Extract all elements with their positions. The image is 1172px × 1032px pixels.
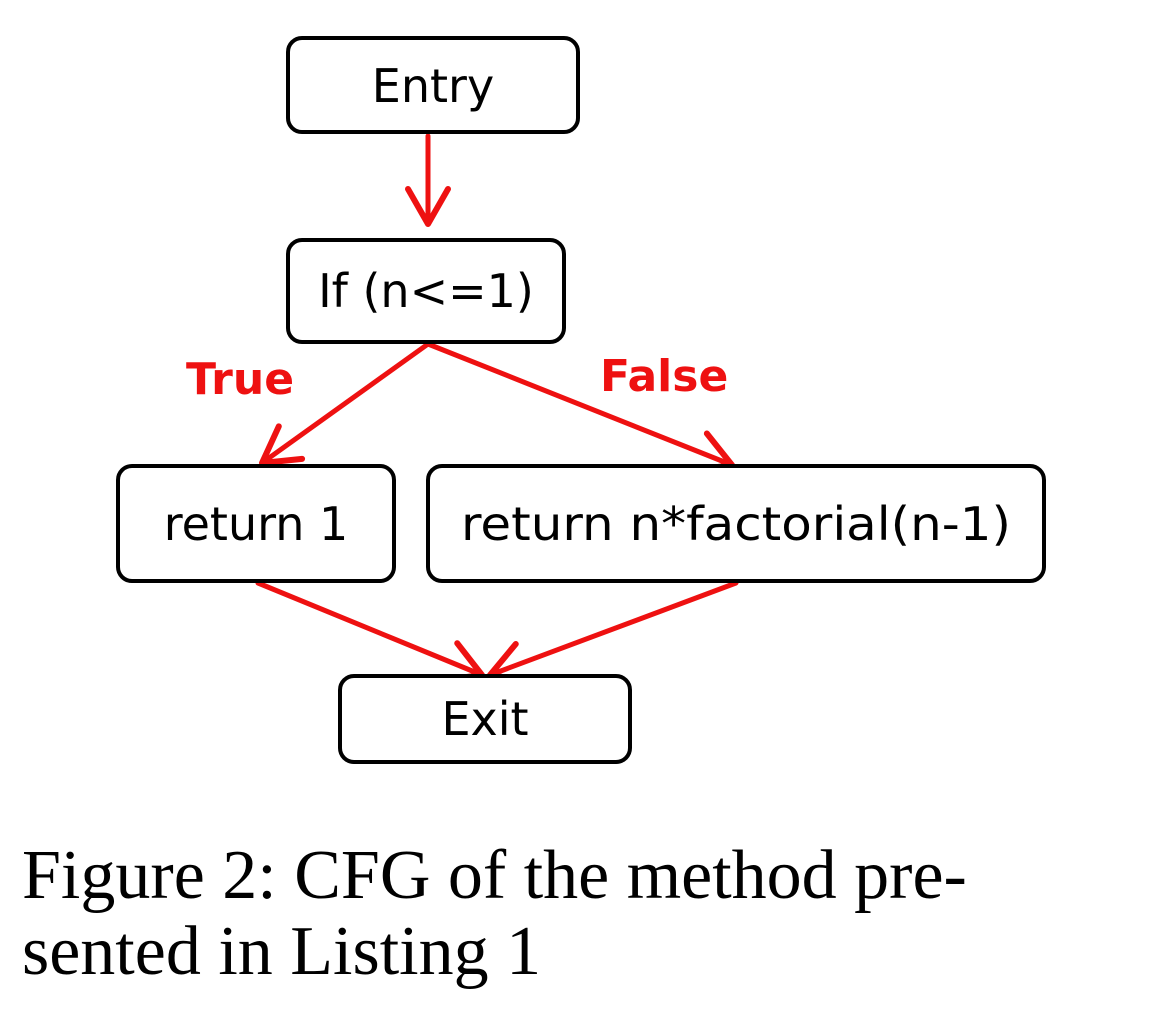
node-exit-label: Exit bbox=[441, 692, 528, 746]
edge-condition-true bbox=[259, 341, 431, 466]
node-return-one-label: return 1 bbox=[164, 497, 349, 551]
edge-label-true: True bbox=[186, 354, 294, 405]
node-condition: If (n<=1) bbox=[286, 238, 566, 344]
edge-return-recursive-to-exit bbox=[487, 580, 739, 685]
edge-label-false: False bbox=[600, 351, 728, 402]
edge-return-one-to-exit bbox=[255, 580, 485, 684]
figure-caption-line-1: Figure 2: CFG of the method pre- bbox=[22, 837, 967, 914]
node-entry: Entry bbox=[286, 36, 580, 134]
node-return-recursive: return n*factorial(n-1) bbox=[426, 464, 1046, 583]
edge-condition-false bbox=[425, 341, 735, 474]
figure-caption-line-2: sented in Listing 1 bbox=[22, 913, 542, 990]
node-return-recursive-label: return n*factorial(n-1) bbox=[461, 497, 1011, 551]
node-entry-label: Entry bbox=[372, 59, 494, 113]
node-exit: Exit bbox=[338, 674, 632, 764]
control-flow-graph: True False Entry If (n<=1) return 1 retu… bbox=[116, 36, 1046, 764]
figure-caption: Figure 2: CFG of the method pre- sented … bbox=[22, 838, 1162, 990]
node-condition-label: If (n<=1) bbox=[318, 264, 534, 318]
node-return-one: return 1 bbox=[116, 464, 396, 583]
